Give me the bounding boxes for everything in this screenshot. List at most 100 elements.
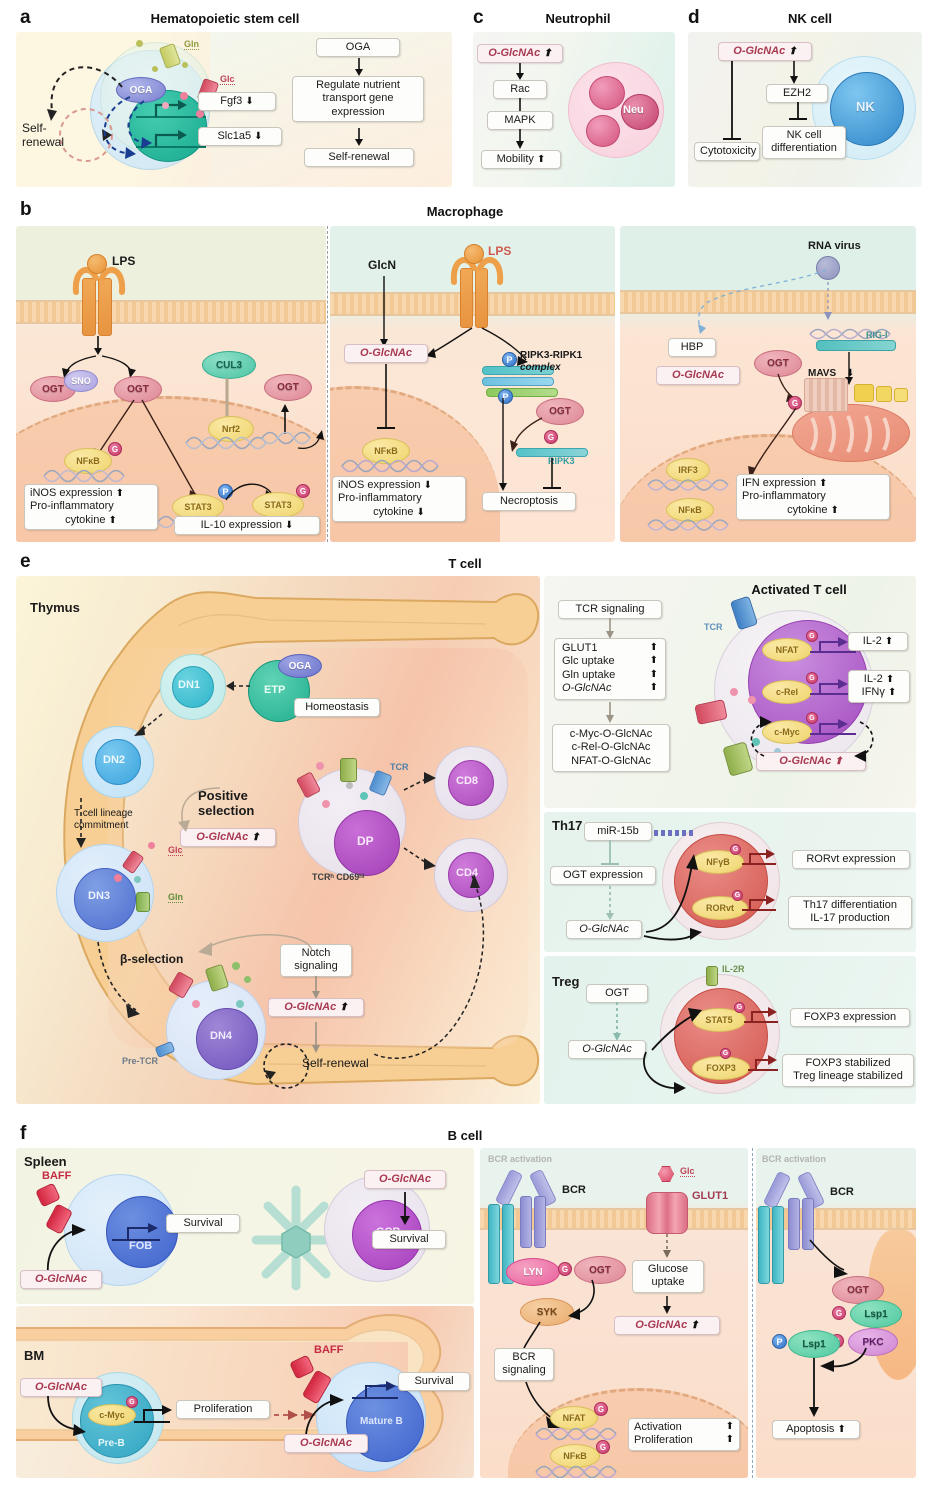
pkc-to-lsp1-arrow	[820, 1347, 867, 1372]
mapk-box[interactable]: MAPK	[487, 111, 553, 131]
metabolite-dot	[244, 976, 251, 983]
survival-box-fob[interactable]: Survival	[166, 1214, 240, 1234]
oglcnac-box-neutrophil[interactable]: O-GlcNAc ⬆	[477, 44, 563, 64]
glucose-uptake-box[interactable]: Glucose uptake	[632, 1260, 704, 1293]
oglcnac-box-notch[interactable]: O-GlcNAc ⬆	[268, 998, 364, 1018]
il10-box[interactable]: IL-10 expression ⬇	[174, 516, 320, 536]
ogt-enzyme: OGT	[754, 350, 802, 377]
survival-box-matureb[interactable]: Survival	[398, 1372, 470, 1392]
panel-c-title: Neutrophil	[545, 11, 611, 26]
inos-outcome-box[interactable]: iNOS expression ⬆ Pro-inflammatory cytok…	[24, 484, 158, 531]
baff-to-nucleus-arrow	[47, 1224, 86, 1275]
nk-differentiation-box[interactable]: NK cell differentiation	[762, 126, 846, 159]
inos-outcome-box-middle[interactable]: iNOS expression ⬇ Pro-inflammatory cytok…	[332, 476, 466, 523]
th17-outcome-box[interactable]: Th17 differentiation IL-17 production	[788, 896, 912, 929]
gln-uptake-up-arrow: ⬆	[649, 668, 658, 680]
mobility-box[interactable]: Mobility ⬆	[481, 150, 561, 170]
ogt-to-ripk3-arrow	[510, 417, 543, 452]
ogt-enzyme-nuclear: OGT	[264, 374, 312, 401]
bcr-signaling-box[interactable]: BCR signaling	[494, 1348, 554, 1381]
nfkb-dna	[43, 469, 125, 483]
oglcnac-box-treg[interactable]: O-GlcNAc	[568, 1040, 646, 1060]
oglcnac-box-activated[interactable]: O-GlcNAc ⬆	[756, 752, 866, 772]
glc-label: Glc	[220, 74, 235, 85]
ripk-complex-label: RIPK3-RIPK1 complex	[520, 350, 583, 373]
bcr-activation-label: BCR activation	[762, 1154, 827, 1164]
survival-box-gcb[interactable]: Survival	[372, 1230, 446, 1250]
tcr-receptor-green	[340, 758, 357, 782]
foxp3-expression-box[interactable]: FOXP3 expression	[790, 1008, 910, 1028]
ifn-outcome-box[interactable]: IFN expression ⬆ Pro-inflammatory cytoki…	[736, 474, 890, 521]
il2-ifng-box[interactable]: IL-2 ⬆ IFNγ ⬆	[848, 670, 910, 703]
rac-box[interactable]: Rac	[493, 80, 547, 100]
glucose-uptake-arrow	[663, 1234, 671, 1258]
glc-label: Glc	[168, 845, 183, 856]
irf3-factor: IRF3	[666, 458, 710, 482]
metabolite-dot	[316, 762, 324, 770]
oglcnac-box-macrophage[interactable]: O-GlcNAc	[344, 344, 428, 364]
etp-label: ETP	[264, 684, 286, 696]
oga-flow-box[interactable]: OGA	[316, 38, 400, 58]
regulate-nutrient-box[interactable]: Regulate nutrient transport gene express…	[292, 76, 424, 123]
metabolic-metrics-box[interactable]: GLUT1 ⬆ Glc uptake ⬆ Gln uptake ⬆ O-GlcN…	[554, 638, 666, 700]
ezh2-box[interactable]: EZH2	[766, 84, 828, 104]
panel-b-left: LPS OGT SNO OGT CUL3 Nrf2	[16, 226, 326, 542]
rna-virus-label: RNA virus	[808, 240, 861, 252]
lyn-kinase: LYN	[506, 1258, 560, 1286]
ogt-expression-box[interactable]: OGT expression	[550, 866, 656, 886]
bcell-outcome-box[interactable]: Activation ⬆ Proliferation ⬆	[628, 1418, 740, 1451]
self-renewal-flow-box[interactable]: Self-renewal	[304, 148, 414, 168]
nfat-factor: NFAT	[762, 638, 812, 662]
oglcnac-box-preb[interactable]: O-GlcNAc	[20, 1378, 102, 1398]
bcr-to-ogt-arrow	[809, 1239, 848, 1278]
treg-outcome-box[interactable]: FOXP3 stabilized Treg lineage stabilized	[782, 1054, 914, 1087]
self-renewal-loop	[263, 1043, 309, 1089]
slc1a5-box[interactable]: Slc1a5 ⬇	[198, 127, 282, 147]
ogt-box-treg[interactable]: OGT	[586, 984, 648, 1004]
proliferation-box[interactable]: Proliferation	[176, 1400, 270, 1420]
cytokine-up-arrow: ⬆	[108, 514, 117, 526]
dp-nucleus	[334, 810, 400, 876]
oglcnac-targets-box[interactable]: c-Myc-O-GlcNAc c-Rel-O-GlcNAc NFAT-O-Glc…	[552, 724, 670, 773]
il2-box-a[interactable]: IL-2 ⬆	[848, 632, 908, 652]
ogt-enzyme: OGT	[114, 376, 162, 403]
cd8-nucleus	[448, 760, 494, 806]
tcr-signaling-box[interactable]: TCR signaling	[558, 600, 662, 620]
mavs-signal-unit	[854, 384, 874, 402]
oglcnac-box-bcr[interactable]: O-GlcNAc ⬆	[614, 1316, 720, 1336]
fgf3-box[interactable]: Fgf3 ⬇	[198, 92, 276, 112]
tcr-label: TCR	[390, 762, 409, 772]
cytotoxicity-box[interactable]: Cytotoxicity	[694, 142, 760, 162]
d-arrow-ezh2	[790, 61, 798, 84]
oglcnac-box-rna[interactable]: O-GlcNAc	[656, 366, 740, 386]
ripk-complex-bar-1	[482, 366, 554, 375]
oglcnac-box-gcb[interactable]: O-GlcNAc	[364, 1170, 446, 1190]
mir15b-box[interactable]: miR-15b	[584, 822, 652, 842]
nfat-dna	[535, 1427, 617, 1441]
foxp3-factor: FOXP3	[692, 1056, 750, 1080]
ripk-to-necroptosis	[499, 398, 507, 491]
rorvt-expression-box[interactable]: RORvt expression	[792, 850, 910, 870]
necroptosis-box[interactable]: Necroptosis	[482, 492, 576, 512]
ogt-enzyme: OGT	[536, 398, 584, 425]
oglcnac-box-matureb[interactable]: O-GlcNAc	[284, 1434, 368, 1454]
glcnac-tag: G	[558, 1262, 572, 1276]
glcnac-tag: G	[544, 430, 558, 444]
glcn-label: GlcN	[368, 258, 397, 272]
homeostasis-box[interactable]: Homeostasis	[294, 698, 380, 718]
nfkb-factor: NFκB	[666, 498, 714, 522]
oglcnac-box-positive[interactable]: O-GlcNAc ⬆	[180, 828, 276, 848]
mavs-signal-unit	[876, 386, 892, 402]
apoptosis-box[interactable]: Apoptosis ⬆	[772, 1420, 860, 1440]
oglcnac-box-fob[interactable]: O-GlcNAc	[20, 1270, 102, 1290]
oglcnac-box-nk[interactable]: O-GlcNAc ⬆	[718, 42, 812, 62]
virus-entry-paths	[697, 269, 832, 334]
panel-a-title: Hematopoietic stem cell	[150, 11, 300, 26]
oglcnac-box-th17[interactable]: O-GlcNAc	[566, 920, 642, 940]
hbp-box[interactable]: HBP	[668, 338, 716, 358]
thymus-canvas: Thymus ETP OGA Homeostasis DN1 DN2 T cel…	[16, 576, 540, 1104]
metabolite-dot	[232, 962, 240, 970]
glut1-label: GLUT1	[692, 1190, 729, 1202]
self-renewal-label: Self-renewal	[302, 1056, 369, 1070]
d-inhibit-nkdiff	[789, 102, 807, 120]
